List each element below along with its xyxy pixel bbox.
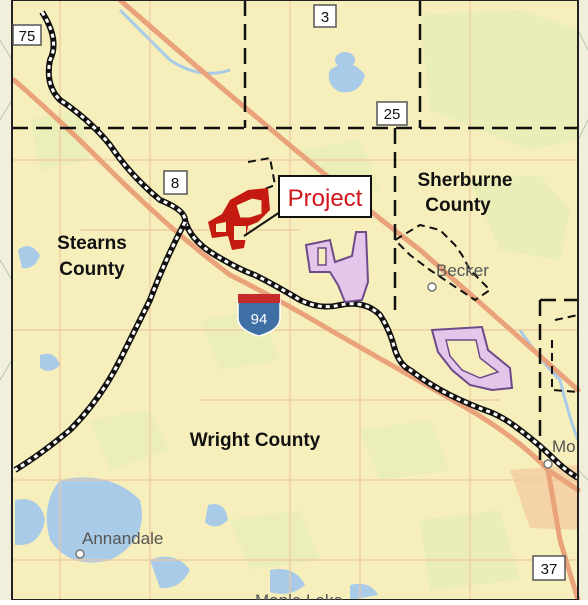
river (118, 8, 231, 75)
water-bodies (15, 52, 378, 600)
city-boundary (393, 223, 492, 302)
shield-hwy-25-text: 25 (384, 106, 401, 123)
project-callout-label: Project (288, 185, 363, 212)
sherburne-label-line1: Sherburne (417, 170, 512, 191)
river-county-line (13, 10, 580, 481)
county-label-stearns: Stearns County (57, 233, 127, 280)
county-label-wright: Wright County (190, 430, 321, 451)
town-label-maple-lake: Maple Lake (255, 591, 343, 600)
shield-interstate-94: 94 (237, 294, 281, 337)
town-label-becker: Becker (436, 261, 489, 280)
shield-hwy-8-text: 8 (171, 175, 179, 192)
shield-hwy-37-text: 37 (541, 561, 558, 578)
project-callout: Project (278, 175, 372, 218)
project-site (208, 188, 270, 250)
town-label-annandale: Annandale (82, 529, 163, 548)
county-boundaries (12, 0, 578, 460)
study-area-polygons (304, 231, 514, 392)
county-label-sherburne: Sherburne County (417, 170, 512, 216)
stearns-label-line1: Stearns (57, 233, 127, 254)
shield-hwy-3: 3 (313, 4, 337, 28)
stearns-label-line2: County (59, 259, 125, 280)
shield-hwy-25: 25 (376, 101, 408, 126)
town-points (75, 282, 553, 559)
city-boundary-east (551, 314, 579, 393)
outer-roads (0, 29, 588, 481)
shield-hwy-3-text: 3 (321, 9, 329, 26)
shield-interstate-94-text: 94 (251, 311, 268, 328)
shield-hwy-8: 8 (163, 170, 188, 195)
town-label-monticello: Mo (552, 437, 576, 456)
township-outline (247, 156, 277, 191)
shield-hwy-37: 37 (532, 555, 566, 581)
sherburne-label-line2: County (425, 195, 491, 216)
shield-hwy-75: 75 (12, 24, 42, 46)
shield-hwy-75-text: 75 (19, 28, 36, 45)
wetland-patches (30, 10, 578, 590)
callout-leader-line (243, 211, 281, 237)
